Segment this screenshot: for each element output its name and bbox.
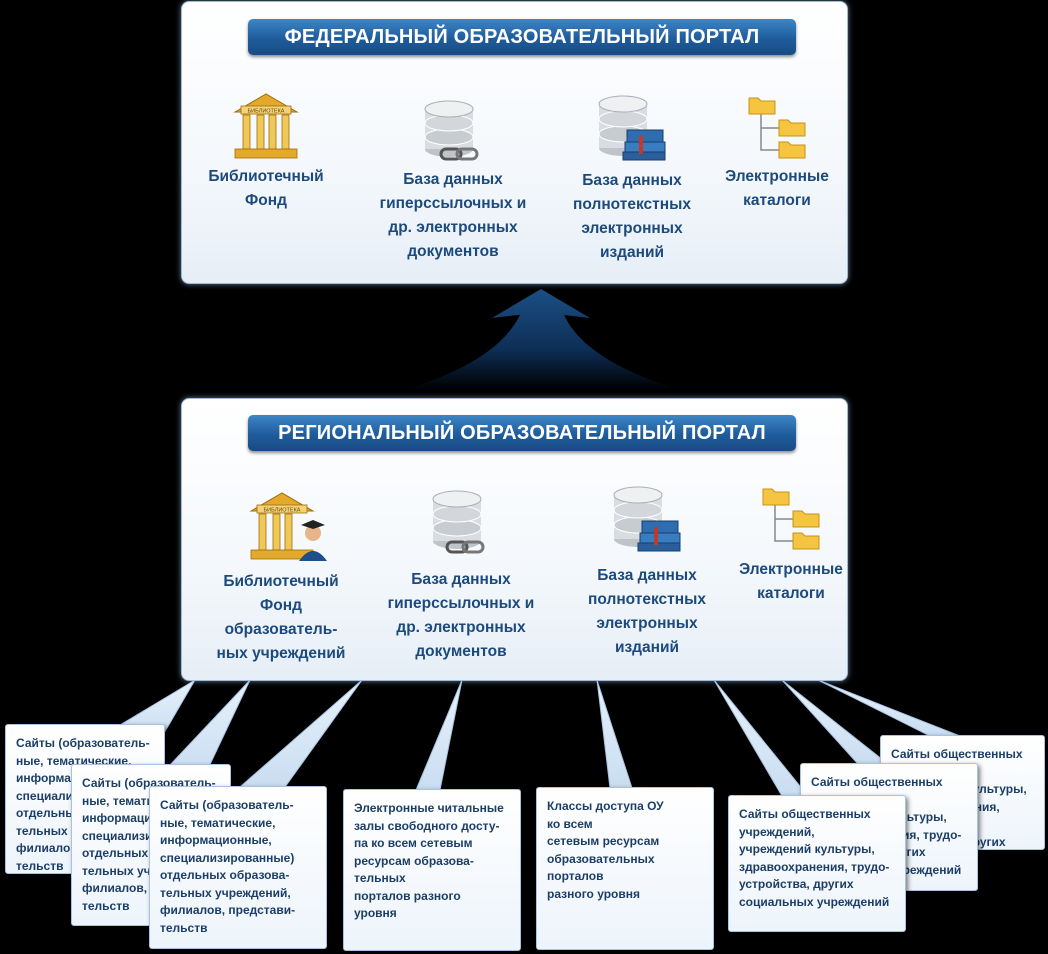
regional-item-label: Библиотечный Фонд образователь- ных учре…: [216, 573, 346, 662]
library-sign-text: БИБЛИОТЕКА: [248, 109, 285, 115]
federal-item-label: База данных гиперссылочных и др. электро…: [379, 171, 527, 260]
callout-pointer: [713, 679, 810, 797]
callout-access-classes: Классы доступа ОУ ко всем сетевым ресурс…: [536, 787, 714, 950]
database-link-icon: [424, 100, 479, 161]
folder-tree-icon: [748, 97, 806, 159]
callout-sites-3: Сайты (образователь- ные, тематические, …: [149, 786, 327, 949]
regional-item-label: Электронные каталоги: [739, 561, 843, 602]
callout-pointer: [781, 679, 890, 765]
database-books-icon: [598, 95, 666, 161]
library-icon: БИБЛИОТЕКА: [233, 93, 299, 159]
federal-item-label: База данных полнотекстных электронных из…: [573, 172, 691, 261]
federal-portal-panel: ФЕДЕРАЛЬНЫЙ ОБРАЗОВАТЕЛЬНЫЙ ПОРТАЛ БИБЛИ…: [181, 1, 848, 284]
regional-item-catalogs: Электронные каталоги: [732, 483, 850, 606]
database-books-icon: [613, 486, 681, 552]
regional-portal-title: РЕГИОНАЛЬНЫЙ ОБРАЗОВАТЕЛЬНЫЙ ПОРТАЛ: [248, 415, 796, 451]
federal-item-hyperlink-db: База данных гиперссылочных и др. электро…: [366, 97, 540, 264]
library-student-icon: БИБЛИОТЕКА: [249, 492, 327, 561]
callout-reading-halls: Электронные читальные залы свободного до…: [343, 789, 521, 951]
federal-item-label: Библиотечный Фонд: [208, 168, 324, 209]
regional-portal-panel: РЕГИОНАЛЬНЫЙ ОБРАЗОВАТЕЛЬНЫЙ ПОРТАЛ БИБЛ…: [181, 398, 848, 681]
folder-tree-icon: [762, 488, 820, 550]
regional-item-hyperlink-db: База данных гиперссылочных и др. электро…: [374, 487, 548, 664]
callout-pointer: [415, 679, 463, 791]
up-arrow: [404, 289, 680, 390]
regional-item-fulltext-db: База данных полнотекстных электронных из…: [567, 483, 727, 660]
callout-pointer: [596, 679, 633, 789]
federal-portal-title: ФЕДЕРАЛЬНЫЙ ОБРАЗОВАТЕЛЬНЫЙ ПОРТАЛ: [248, 19, 796, 55]
callout-pointer: [238, 679, 363, 788]
callout-public-1: Сайты общественных учреждений, учреждени…: [728, 795, 906, 932]
regional-item-library: БИБЛИОТЕКА Библиотечный Фонд образовател…: [206, 491, 356, 666]
regional-item-label: База данных полнотекстных электронных из…: [588, 567, 706, 656]
federal-item-catalogs: Электронные каталоги: [712, 92, 842, 213]
federal-item-library: БИБЛИОТЕКА Библиотечный Фонд: [206, 92, 326, 213]
federal-item-label: Электронные каталоги: [725, 168, 829, 209]
regional-item-label: База данных гиперссылочных и др. электро…: [387, 571, 535, 660]
library-sign-text: БИБЛИОТЕКА: [264, 508, 301, 514]
database-link-icon: [432, 490, 485, 554]
federal-item-fulltext-db: База данных полнотекстных электронных из…: [552, 92, 712, 265]
